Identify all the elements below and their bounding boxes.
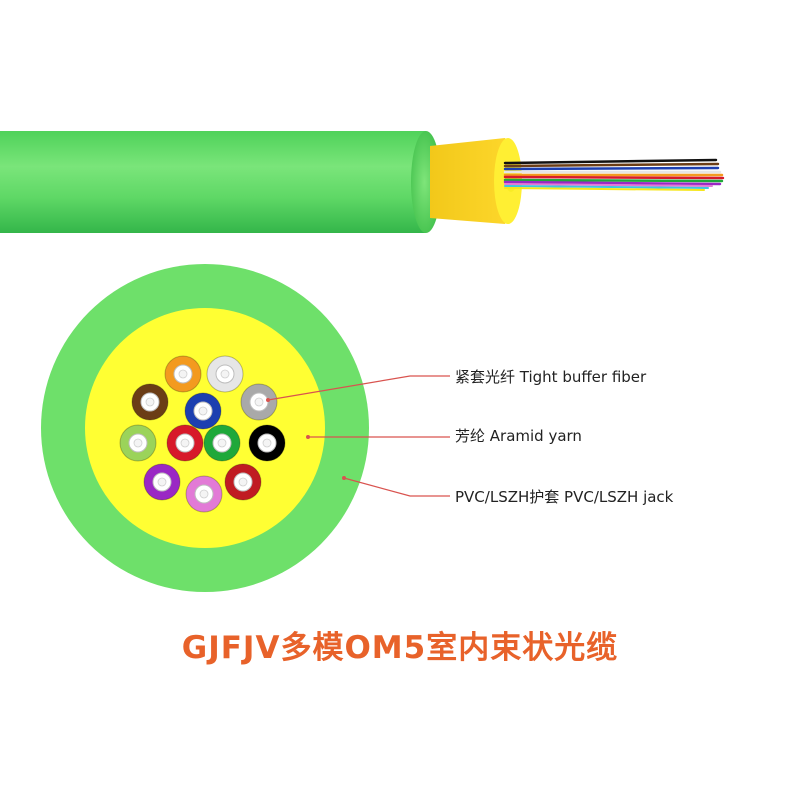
cable-side-view — [0, 131, 725, 233]
fiber-strand — [503, 178, 724, 183]
leader-dot-aramid — [306, 435, 310, 439]
fiber-strand — [504, 185, 709, 189]
fiber-glass-violet — [157, 477, 167, 487]
fiber-glass-white — [220, 369, 230, 379]
fiber-strand — [503, 175, 725, 180]
cable-cross-section — [41, 264, 369, 592]
leader-line-tight-buffer — [267, 375, 450, 401]
fiber-strand — [504, 187, 705, 191]
page-title: GJFJV多模OM5室内束状光缆 — [181, 630, 619, 666]
fiber-strand — [503, 158, 718, 165]
tight-buffer-fibers — [119, 355, 286, 513]
fiber-strand — [503, 180, 722, 186]
fiber-glass-red — [180, 438, 190, 448]
cable-jacket-body — [0, 131, 426, 233]
fiber-glass-red-2 — [238, 477, 248, 487]
label-pvc-lszh-jacket: PVC/LSZH护套 PVC/LSZH jack — [455, 488, 674, 506]
fiber-glass-orange — [178, 369, 188, 379]
fiber-glass-rose — [199, 489, 209, 499]
leader-dot-tight-buffer — [266, 398, 270, 402]
fiber-glass-blue — [198, 406, 208, 416]
leader-dot-jacket — [342, 476, 346, 480]
fiber-strand — [503, 166, 720, 171]
label-aramid-yarn: 芳纶 Aramid yarn — [455, 427, 582, 445]
fiber-glass-green — [217, 438, 227, 448]
fiber-glass-brown — [145, 397, 155, 407]
protruding-fibers — [503, 158, 725, 191]
fiber-glass-black — [262, 438, 272, 448]
fiber-strand — [503, 162, 720, 168]
leader-line-jacket — [343, 477, 450, 497]
leader-lines — [266, 375, 450, 497]
fiber-glass-slate — [254, 397, 264, 407]
label-tight-buffer-fiber: 紧套光纤 Tight buffer fiber — [455, 368, 647, 386]
fiber-strand — [504, 183, 713, 187]
fiber-glass-lime — [133, 438, 143, 448]
